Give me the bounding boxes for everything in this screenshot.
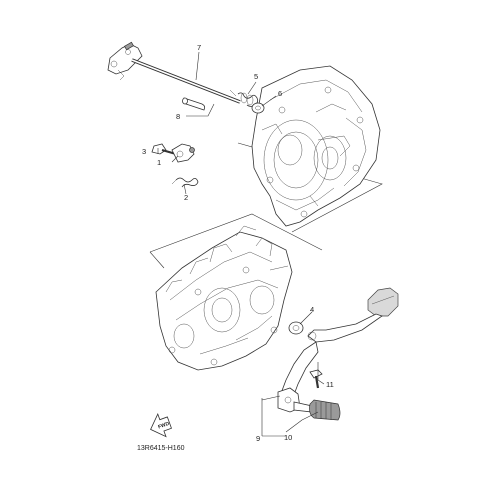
callout-11: 11 bbox=[326, 380, 334, 389]
callout-8: 8 bbox=[176, 112, 180, 121]
washer-lower bbox=[288, 321, 304, 335]
callouts: 1 2 3 4 5 6 7 8 9 10 11 bbox=[142, 43, 334, 443]
return-spring bbox=[171, 177, 199, 188]
callout-9: 9 bbox=[256, 434, 260, 443]
lower-crankcase-illustration bbox=[149, 213, 323, 371]
upper-crankcase-illustration bbox=[237, 65, 383, 233]
callout-2: 2 bbox=[184, 193, 188, 202]
washer-upper bbox=[251, 102, 265, 114]
bolt-11 bbox=[309, 369, 323, 389]
pedal-rubber bbox=[309, 399, 341, 421]
bolt-3 bbox=[151, 143, 177, 156]
collar-pin bbox=[182, 97, 206, 111]
callout-3: 3 bbox=[142, 147, 146, 156]
callout-7: 7 bbox=[197, 43, 201, 52]
callout-6: 6 bbox=[278, 89, 282, 98]
diagram-code: 13R6415-H160 bbox=[137, 445, 185, 452]
callout-10: 10 bbox=[284, 433, 292, 442]
stopper-lever bbox=[171, 143, 195, 163]
leader-lines bbox=[157, 51, 325, 437]
callout-4: 4 bbox=[310, 305, 314, 314]
shift-shaft bbox=[107, 41, 241, 104]
callout-1: 1 bbox=[157, 158, 161, 167]
callout-5: 5 bbox=[254, 72, 258, 81]
fwd-arrow-icon: FWD bbox=[150, 412, 172, 438]
shift-pedal bbox=[277, 287, 399, 413]
fwd-label: FWD bbox=[157, 421, 170, 431]
